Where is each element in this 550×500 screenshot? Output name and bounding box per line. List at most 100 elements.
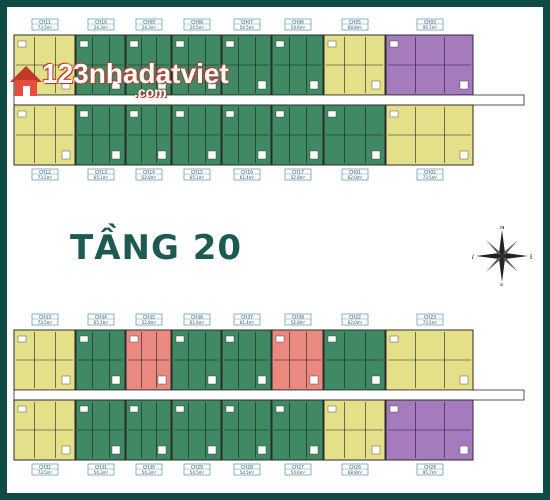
- unit-code: CH35: [143, 315, 155, 321]
- lower-top-unit-ch35[interactable]: [125, 329, 172, 391]
- lower-bottom-unit-ch28[interactable]: [221, 399, 272, 461]
- compass-icon: N S W E: [472, 226, 532, 286]
- unit-code: CH11: [39, 20, 51, 26]
- lower-bottom-unit-ch24[interactable]: [385, 399, 474, 461]
- unit-area: 73.5m²: [38, 320, 53, 325]
- upper-top-unit-ch07[interactable]: [221, 34, 272, 96]
- unit-area: 52.8m²: [142, 320, 157, 325]
- upper-bottom-unit-ch15[interactable]: [171, 104, 222, 166]
- upper-block: CH1173.5m²CH1054.3m²CH0954.3m²CH0854.5m²…: [13, 18, 525, 181]
- upper-top-unit-ch08[interactable]: [171, 34, 222, 96]
- upper-top-unit-ch10[interactable]: [75, 34, 126, 96]
- unit-code: CH17: [292, 170, 304, 176]
- unit-code: CH31: [95, 465, 107, 471]
- watermark-domain: .com: [134, 84, 167, 100]
- upper-bottom-unit-ch02[interactable]: [385, 104, 474, 166]
- unit-area: 61.4m²: [240, 175, 255, 180]
- lower-top-unit-ch22[interactable]: [323, 329, 386, 391]
- house-icon: [10, 66, 42, 96]
- unit-code: CH01: [349, 170, 361, 176]
- lower-top-unit-ch23[interactable]: [385, 329, 474, 391]
- lower-bottom-unit-ch29[interactable]: [171, 399, 222, 461]
- unit-code: CH16: [241, 170, 253, 176]
- unit-code: CH08: [191, 20, 203, 26]
- upper-bottom-unit-ch12[interactable]: [13, 104, 76, 166]
- unit-area: 54.5m²: [240, 25, 255, 30]
- unit-code: CH33: [39, 315, 51, 321]
- unit-area: 54.5m²: [240, 470, 255, 475]
- lower-bottom-unit-ch30[interactable]: [125, 399, 172, 461]
- page-title: TẦNG 20: [70, 228, 243, 268]
- unit-code: CH27: [292, 465, 304, 471]
- unit-area: 54.6m²: [291, 470, 306, 475]
- unit-area: 54.5m²: [190, 25, 205, 30]
- unit-area: 54.5m²: [190, 470, 205, 475]
- upper-bottom-unit-ch17[interactable]: [271, 104, 324, 166]
- upper-bottom-unit-ch01[interactable]: [323, 104, 386, 166]
- compass-e: E: [530, 254, 532, 261]
- unit-code: CH06: [292, 20, 304, 26]
- unit-code: CH26: [349, 465, 361, 471]
- lower-top-unit-ch33[interactable]: [13, 329, 76, 391]
- unit-area: 73.5m²: [423, 320, 438, 325]
- unit-area: 52.8m²: [142, 175, 157, 180]
- unit-area: 54.6m²: [291, 25, 306, 30]
- unit-area: 73.5m²: [38, 175, 53, 180]
- unit-code: CH02: [424, 170, 436, 176]
- lower-bottom-unit-ch26[interactable]: [323, 399, 386, 461]
- lower-top-unit-ch37[interactable]: [221, 329, 272, 391]
- lower-bottom-unit-ch32[interactable]: [13, 399, 76, 461]
- lower-bottom-unit-ch27[interactable]: [271, 399, 324, 461]
- unit-code: CH12: [39, 170, 51, 176]
- unit-area: 95.7m²: [423, 470, 438, 475]
- unit-area: 65.1m²: [190, 175, 205, 180]
- unit-area: 61.4m²: [240, 320, 255, 325]
- unit-code: CH34: [95, 315, 107, 321]
- upper-bottom-unit-ch13[interactable]: [75, 104, 126, 166]
- unit-code: CH13: [95, 170, 107, 176]
- upper-bottom-unit-ch16[interactable]: [221, 104, 272, 166]
- unit-area: 73.5m²: [38, 25, 53, 30]
- unit-code: CH30: [143, 465, 155, 471]
- unit-area: 52.8m²: [291, 175, 306, 180]
- unit-code: CH14: [143, 170, 155, 176]
- unit-area: 54.3m²: [94, 25, 109, 30]
- upper-top-unit-ch05[interactable]: [323, 34, 386, 96]
- upper-top-unit-ch09[interactable]: [125, 34, 172, 96]
- lower-bottom-unit-ch31[interactable]: [75, 399, 126, 461]
- watermark-text: 123nhadatviet: [42, 58, 229, 89]
- unit-area: 52.8m²: [291, 320, 306, 325]
- unit-area: 95.7m²: [423, 25, 438, 30]
- unit-code: CH22: [349, 315, 361, 321]
- compass-w: W: [472, 254, 474, 261]
- upper-top-unit-ch03[interactable]: [385, 34, 474, 96]
- unit-code: CH38: [292, 315, 304, 321]
- unit-area: 54.3m²: [94, 470, 109, 475]
- lower-top-unit-ch34[interactable]: [75, 329, 126, 391]
- lower-top-unit-ch36[interactable]: [171, 329, 222, 391]
- unit-code: CH29: [191, 465, 203, 471]
- upper-top-unit-ch06[interactable]: [271, 34, 324, 96]
- upper-bottom-unit-ch14[interactable]: [125, 104, 172, 166]
- lower-block: CH3373.5m²CH3465.1m²CH3552.8m²CH3661.6m²…: [13, 313, 525, 476]
- lower-top-unit-ch38[interactable]: [271, 329, 324, 391]
